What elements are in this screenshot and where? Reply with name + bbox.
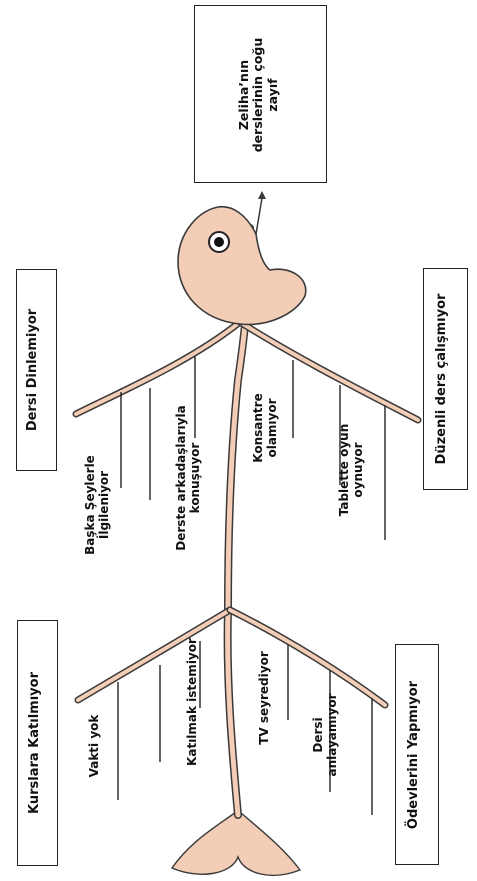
- bone-dersi-dinlemiyor: [76, 322, 240, 414]
- category-duzenli-ders: Düzenli ders çalışmıyor: [435, 279, 455, 479]
- effect-text: Zeliha’nın derslerinin çoğu zayıf: [237, 20, 283, 170]
- cause-vakti-yok: Vakti yok: [88, 701, 106, 791]
- cause-tv: TV seyrediyor: [258, 643, 276, 753]
- cause-derste-arkadaslar: Derste arkadaşlarıyla konuşuyor: [175, 398, 211, 558]
- category-odevlerini-yapmiyor: Ödevlerini Yapmıyor: [407, 655, 427, 855]
- cause-baska-seyler: Başka Şeylerle İlgileniyor: [84, 445, 120, 565]
- fish-head: [178, 207, 306, 325]
- category-kurslara-katilmiyor: Kurslara Katılmıyor: [28, 643, 48, 843]
- category-dersi-dinlemiyor: Dersi Dinlemiyor: [26, 280, 46, 460]
- cause-konsantre: Konsantre olamıyor: [252, 378, 288, 478]
- fish-tail: [172, 812, 300, 875]
- bone-odevlerini-yapmiyor: [230, 610, 385, 705]
- bone-kurslara-katilmiyor: [78, 610, 230, 700]
- cause-anlayamiyor: Dersi anlayamıyor: [312, 685, 348, 785]
- cause-tablet: Tablette oyun oynuyor: [338, 410, 374, 530]
- cause-katilmak: Katılmak istemiyor: [186, 632, 204, 772]
